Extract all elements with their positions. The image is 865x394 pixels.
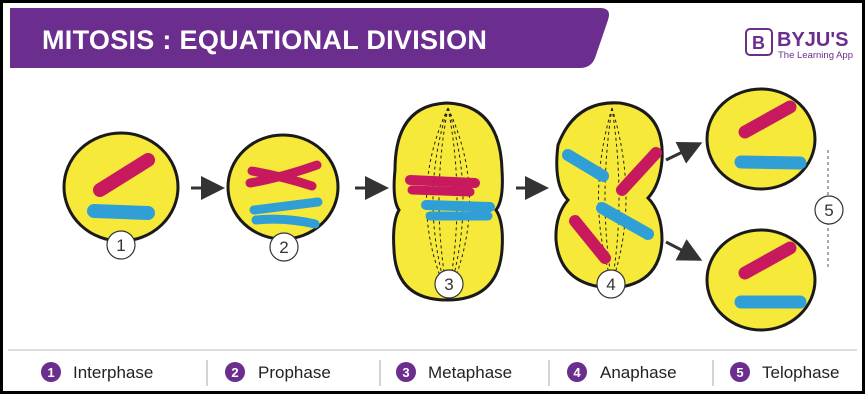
logo-letter: B [752,33,765,53]
chromatid-pink-a [410,180,475,183]
page-title: MITOSIS : EQUATIONAL DIVISION [42,25,487,55]
legend-item-telophase: 5 Telophase [730,362,840,382]
legend-label-interphase: Interphase [73,363,153,382]
right-arrow-icon [666,145,697,160]
stage-number-2-text: 2 [279,238,288,257]
svg-text:1: 1 [47,365,54,380]
stage-number-1: 1 [107,231,135,259]
brand-name: BYJU'S [777,29,848,51]
chromosome-blue [741,162,800,163]
chromatid-pink-b [412,190,470,192]
cell-body [707,89,815,189]
right-arrow-icon [666,242,697,258]
stage-number-4-text: 4 [606,275,615,294]
brand-tagline: The Learning App [778,50,853,61]
cell-body [707,230,815,330]
legend-item-prophase: 2 Prophase [225,362,331,382]
legend-label-metaphase: Metaphase [428,363,512,382]
chromatid-blue-a [426,205,490,207]
stage-number-3: 3 [435,270,463,298]
svg-text:3: 3 [402,365,409,380]
byjus-logo: B BYJU'S The Learning App [746,29,853,61]
chromatid-blue-b [256,219,315,224]
legend-label-telophase: Telophase [762,363,840,382]
stage-number-5: 5 [815,196,843,224]
stage-5-daughter-cell-bottom [707,230,815,330]
chromosome-blue [94,211,148,213]
stage-number-3-text: 3 [444,275,453,294]
stage-number-2: 2 [270,233,298,261]
legend-item-interphase: 1 Interphase [41,362,153,382]
svg-text:5: 5 [736,365,743,380]
legend-item-metaphase: 3 Metaphase [396,362,512,382]
svg-text:4: 4 [573,365,581,380]
legend-label-prophase: Prophase [258,363,331,382]
cell-body [64,133,178,241]
stage-number-4: 4 [597,270,625,298]
stage-1-interphase-cell [64,133,178,241]
legend-item-anaphase: 4 Anaphase [567,362,677,382]
stage-2-prophase-cell [228,135,338,239]
stage-4-anaphase-cell [556,103,662,288]
stage-5-daughter-cell-top [707,89,815,189]
legend-label-anaphase: Anaphase [600,363,677,382]
stage-number-5-text: 5 [824,201,833,220]
stage-number-1-text: 1 [116,236,125,255]
svg-text:2: 2 [231,365,238,380]
legend: 1 Interphase 2 Prophase 3 Metaphase 4 An… [41,360,840,386]
